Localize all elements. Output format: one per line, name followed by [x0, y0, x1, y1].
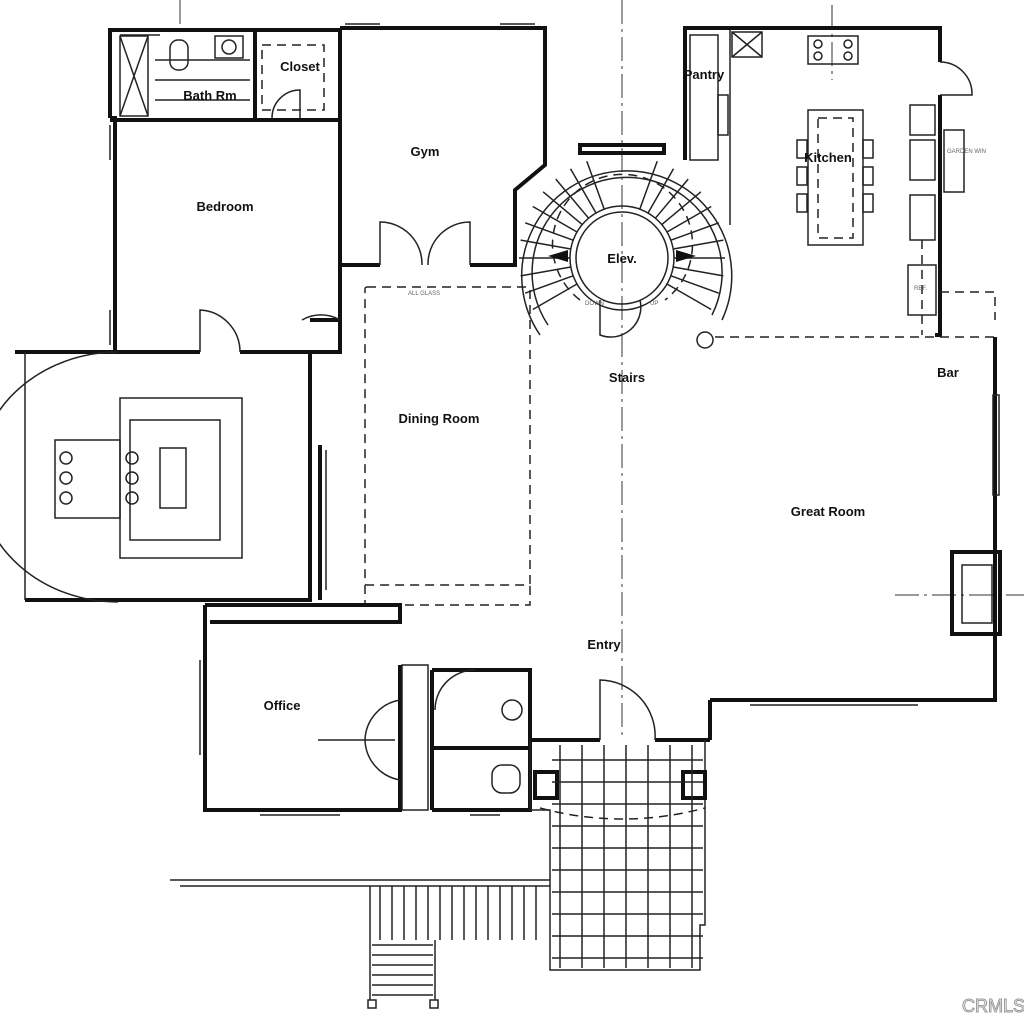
- gym-walls: [338, 23, 547, 267]
- stair-tread: [532, 205, 578, 233]
- refrigerator-note: REF.: [914, 286, 927, 292]
- stair-tread: [520, 239, 571, 250]
- stair-tread: [520, 266, 571, 277]
- bedroom-walls: [109, 116, 342, 354]
- powder-rooms: [430, 668, 532, 816]
- stair-tread: [647, 168, 675, 214]
- stair-tread: [524, 275, 574, 294]
- room-label-great-room: Great Room: [791, 504, 865, 519]
- office-walls: [199, 603, 429, 816]
- room-label-bar: Bar: [937, 365, 959, 380]
- great-room-walls: [708, 291, 1002, 740]
- stairs-up-note: UP: [650, 301, 658, 307]
- stair-tread: [670, 275, 720, 294]
- watermark: CRMLS: [962, 996, 1024, 1016]
- fireplace-terrace: [0, 350, 312, 603]
- stair-tread: [666, 205, 712, 233]
- stair-tread: [666, 283, 712, 311]
- room-label-stairs: Stairs: [609, 370, 645, 385]
- kitchen-walls: GARDEN WIN REF.: [683, 26, 986, 337]
- room-label-gym: Gym: [411, 144, 440, 159]
- stair-tread: [555, 178, 590, 219]
- garden-window-note: GARDEN WIN: [947, 149, 986, 155]
- room-label-office: Office: [264, 698, 301, 713]
- room-label-bedroom: Bedroom: [196, 199, 253, 214]
- stair-tread: [670, 222, 720, 241]
- room-label-kitchen: Kitchen: [804, 150, 852, 165]
- bath-closet-walls: [108, 28, 340, 119]
- room-label-elevator: Elev.: [607, 251, 636, 266]
- stair-tread: [661, 191, 702, 226]
- stair-tread: [654, 178, 689, 219]
- stair-tread: [569, 168, 597, 214]
- room-label-pantry: Pantry: [684, 67, 725, 82]
- entry-porch: [529, 679, 710, 971]
- exterior-stairs: [170, 879, 550, 1009]
- spiral-stairs: DOWN UP: [519, 143, 733, 349]
- room-label-dining-room: Dining Room: [399, 411, 480, 426]
- stairs-down-note: DOWN: [585, 301, 604, 307]
- dining-room: [301, 265, 531, 606]
- stair-tread: [586, 160, 605, 210]
- centre-lines: [179, 0, 1024, 740]
- stair-tread: [639, 160, 658, 210]
- stair-tread: [673, 239, 724, 250]
- stair-tread: [542, 191, 583, 226]
- room-label-entry: Entry: [587, 637, 621, 652]
- all-glass-note: ALL GLASS: [408, 291, 440, 297]
- room-label-bath: Bath Rm: [183, 88, 236, 103]
- stair-tread: [673, 266, 724, 277]
- stair-tread: [524, 222, 574, 241]
- stair-tread: [532, 283, 578, 311]
- room-label-closet: Closet: [280, 59, 320, 74]
